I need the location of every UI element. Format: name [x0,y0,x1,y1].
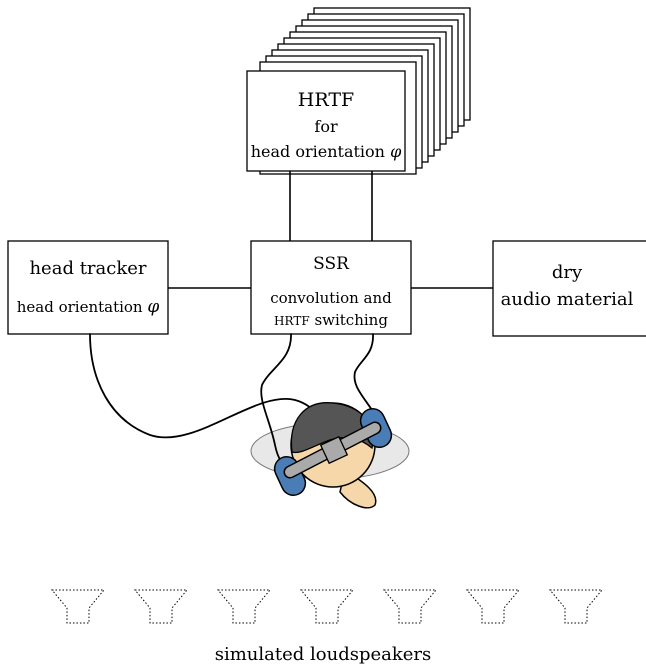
loudspeaker-row [52,590,602,623]
tracker-line2: head orientation φ [17,297,160,317]
hrtf-box: HRTF for head orientation φ [247,71,405,171]
audio-line1: dry [552,262,583,283]
hrtf-line3: head orientation φ [251,142,402,161]
loudspeaker-2 [135,590,187,623]
loudspeaker-4 [301,590,353,623]
hrtf-line2: for [314,117,338,136]
loudspeakers-label: simulated loudspeakers [215,644,432,665]
loudspeaker-5 [384,590,436,623]
hrtf-title: HRTF [298,89,354,111]
tracker-title: head tracker [29,258,146,279]
ssr-line3: HRTF switching [274,311,388,329]
loudspeaker-7 [550,590,602,623]
loudspeaker-6 [467,590,519,623]
dry-audio-box: dry audio material [493,241,646,336]
ssr-box: SSR convolution and HRTF switching [251,241,411,334]
loudspeaker-1 [52,590,104,623]
right-headphone-cable [354,334,373,410]
audio-line2: audio material [501,289,634,310]
loudspeaker-3 [218,590,270,623]
ssr-title: SSR [313,254,350,274]
head-tracker-box: head tracker head orientation φ [8,241,168,334]
ssr-line2: convolution and [270,289,392,307]
